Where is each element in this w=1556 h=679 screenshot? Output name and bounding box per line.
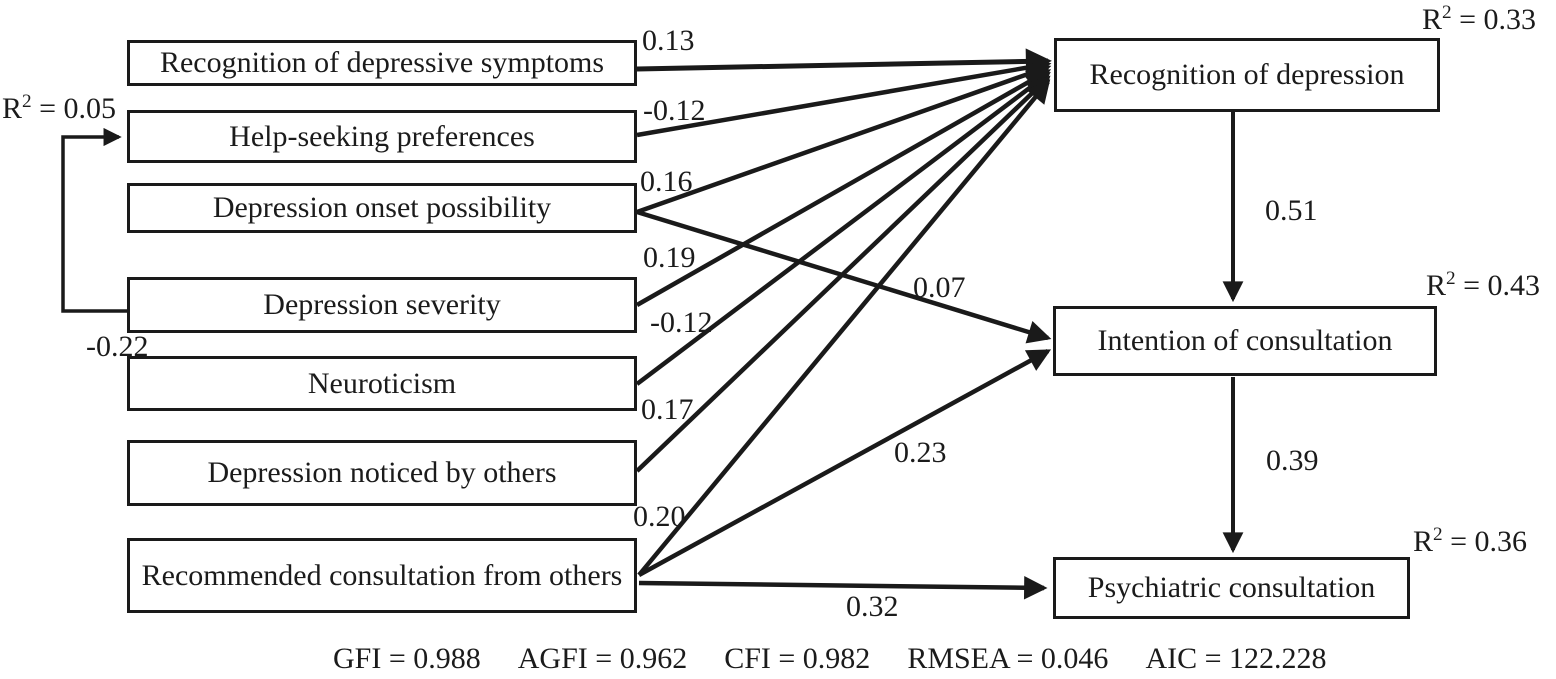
node-label: Recognition of depression xyxy=(1089,58,1405,92)
node-label: Depression severity xyxy=(263,288,501,322)
r2-label-help-seeking: R2 = 0.05 xyxy=(2,91,117,125)
node-label: Depression onset possibility xyxy=(212,191,552,225)
r2-label-recognition: R2 = 0.33 xyxy=(1422,2,1537,36)
node-neuroticism: Neuroticism xyxy=(127,356,637,411)
path-neuroticism-to-recognition xyxy=(635,71,1051,386)
node-recommended-consultation-from-others: Recommended consultation from others xyxy=(127,538,637,613)
fit-stat-agfi: AGFI = 0.962 xyxy=(517,642,688,675)
path-help-seeking-to-recognition xyxy=(636,55,1052,138)
node-label: Psychiatric consultation xyxy=(1087,571,1376,605)
coef-neuroticism-to-recognition: -0.12 xyxy=(650,306,713,339)
coef-severity-to-help-seeking: -0.22 xyxy=(86,330,149,363)
coef-noticed-to-recognition: 0.17 xyxy=(641,393,694,426)
fit-statistics: GFI = 0.988 AGFI = 0.962 CFI = 0.982 RMS… xyxy=(333,642,1327,676)
r2-label-psychiatric: R2 = 0.36 xyxy=(1413,524,1528,558)
path-onset-to-recognition xyxy=(636,62,1052,215)
coef-recommended-to-intention: 0.23 xyxy=(894,436,947,469)
path-severity-to-recognition xyxy=(635,69,1052,307)
node-depression-severity: Depression severity xyxy=(127,277,637,333)
coef-help-seeking-to-recognition: -0.12 xyxy=(643,94,706,127)
path-recommended-to-consultation xyxy=(638,576,1048,600)
coef-onset-to-intention: 0.07 xyxy=(913,271,966,304)
path-recommended-to-recognition xyxy=(637,79,1051,577)
node-label: Recognition of depressive symptoms xyxy=(159,46,605,80)
node-label: Intention of consultation xyxy=(1097,324,1393,358)
path-onset-to-intention xyxy=(636,209,1052,344)
path-recommended-to-intention xyxy=(637,349,1052,577)
node-label: Depression noticed by others xyxy=(207,456,557,490)
coef-onset-to-recognition: 0.16 xyxy=(640,165,693,198)
coef-recognition-to-intention: 0.51 xyxy=(1265,194,1318,227)
node-label: Neuroticism xyxy=(307,366,457,400)
node-psychiatric-consultation: Psychiatric consultation xyxy=(1053,557,1410,619)
fit-stat-rmsea: RMSEA = 0.046 xyxy=(907,642,1109,675)
coef-severity-to-recognition: 0.19 xyxy=(643,241,696,274)
node-label: Recommended consultation from others xyxy=(141,558,623,592)
coef-intention-to-consultation: 0.39 xyxy=(1266,444,1319,477)
node-depression-noticed-by-others: Depression noticed by others xyxy=(127,440,637,506)
node-label: Help-seeking preferences xyxy=(229,119,535,153)
node-help-seeking-preferences: Help-seeking preferences xyxy=(127,110,637,163)
coef-recommended-to-consultation: 0.32 xyxy=(846,590,899,623)
path-symptoms-to-recognition xyxy=(636,48,1052,75)
node-recognition-of-depression: Recognition of depression xyxy=(1054,38,1440,112)
coef-symptoms-to-recognition: 0.13 xyxy=(642,24,695,57)
node-depression-onset-possibility: Depression onset possibility xyxy=(127,183,637,233)
node-recognition-of-depressive-symptoms: Recognition of depressive symptoms xyxy=(127,40,637,86)
fit-stat-aic: AIC = 122.228 xyxy=(1145,642,1327,675)
fit-stat-gfi: GFI = 0.988 xyxy=(333,642,481,675)
node-intention-of-consultation: Intention of consultation xyxy=(1053,306,1437,376)
r2-label-intention: R2 = 0.43 xyxy=(1426,268,1541,302)
path-severity-to-help-seeking xyxy=(61,127,127,313)
fit-stat-cfi: CFI = 0.982 xyxy=(724,642,871,675)
coef-recommended-to-recognition: 0.20 xyxy=(633,500,686,533)
